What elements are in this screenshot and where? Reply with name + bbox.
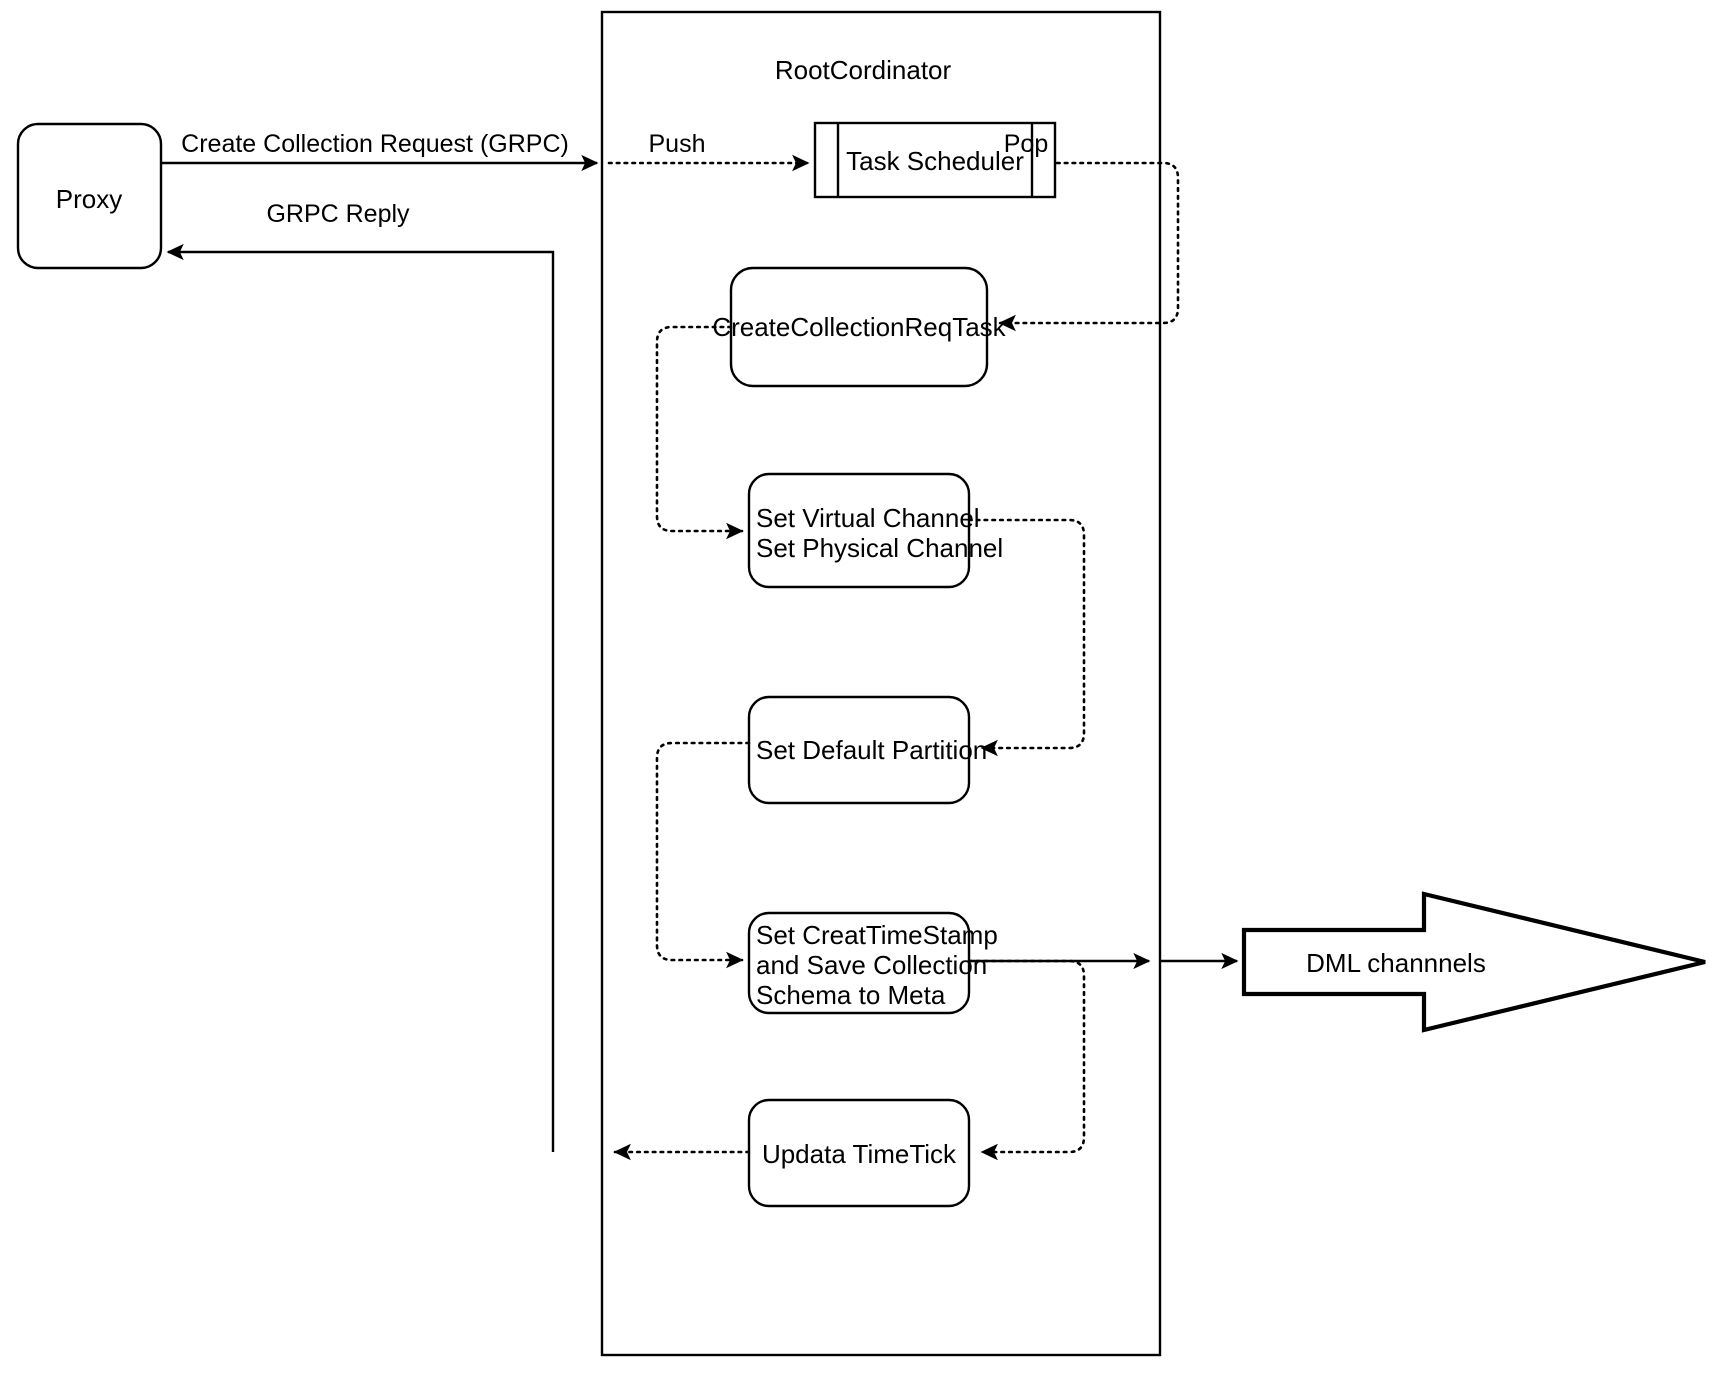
dml-channels-label: DML channnels — [1306, 948, 1486, 978]
node-dml-channels[interactable]: DML channnels — [1241, 891, 1706, 1033]
set-default-partition-box[interactable] — [747, 695, 971, 805]
edge-grpc-reply: GRPC Reply — [166, 200, 555, 1152]
edge-task-to-channels — [655, 325, 744, 540]
grpc-reply-line — [166, 243, 555, 1152]
set-timestamp-box[interactable] — [747, 911, 971, 1015]
create-collection-req-task-label: CreateCollectionReqTask — [712, 312, 1006, 342]
set-channels-box[interactable] — [747, 472, 971, 589]
pop-label: Pop — [1004, 130, 1048, 158]
node-create-collection-req-task[interactable]: CreateCollectionReqTask — [712, 266, 1007, 388]
dml-channels-arrow-shape[interactable] — [1241, 891, 1706, 1033]
timestamp-to-timetick-line — [967, 959, 1086, 1161]
edge-partition-to-timestamp — [655, 741, 751, 969]
set-channels-label-line-2: Set Physical Channel — [756, 533, 1003, 563]
task-scheduler-label: Task Scheduler — [846, 146, 1024, 176]
set-timestamp-label-line-2: and Save Collection — [756, 950, 987, 980]
node-proxy[interactable]: Proxy — [16, 122, 163, 270]
grpc-reply-label: GRPC Reply — [266, 200, 410, 228]
pop-line — [998, 161, 1180, 332]
set-default-partition-label: Set Default Partition — [756, 735, 987, 765]
set-timestamp-label-line-1: Set CreatTimeStamp — [756, 920, 998, 950]
set-channels-label-line-1: Set Virtual Channel — [756, 503, 980, 533]
node-set-default-partition[interactable]: Set Default Partition — [747, 695, 987, 805]
rootcordinator-title: RootCordinator — [775, 55, 952, 85]
node-task-scheduler[interactable]: Task Scheduler — [813, 121, 1057, 199]
edge-timestamp-to-timetick — [967, 959, 1086, 1161]
proxy-label: Proxy — [56, 184, 122, 214]
node-update-timetick[interactable]: Updata TimeTick — [747, 1098, 971, 1208]
push-label: Push — [649, 130, 706, 158]
task-scheduler-box[interactable] — [813, 121, 1057, 199]
edge-push: Push — [607, 130, 810, 172]
update-timetick-label: Updata TimeTick — [762, 1139, 957, 1169]
partition-to-timestamp-line — [655, 741, 751, 969]
edge-create-collection-request: Create Collection Request (GRPC) — [161, 130, 599, 172]
proxy-box[interactable] — [16, 122, 163, 270]
node-set-timestamp[interactable]: Set CreatTimeStamp and Save Collection S… — [747, 911, 998, 1015]
task-to-channels-line — [655, 325, 744, 540]
node-set-channels[interactable]: Set Virtual Channel Set Physical Channel — [747, 472, 1003, 589]
edge-pop: Pop — [998, 130, 1180, 332]
set-timestamp-label-line-3: Schema to Meta — [756, 980, 946, 1010]
create-collection-request-label: Create Collection Request (GRPC) — [181, 130, 569, 158]
